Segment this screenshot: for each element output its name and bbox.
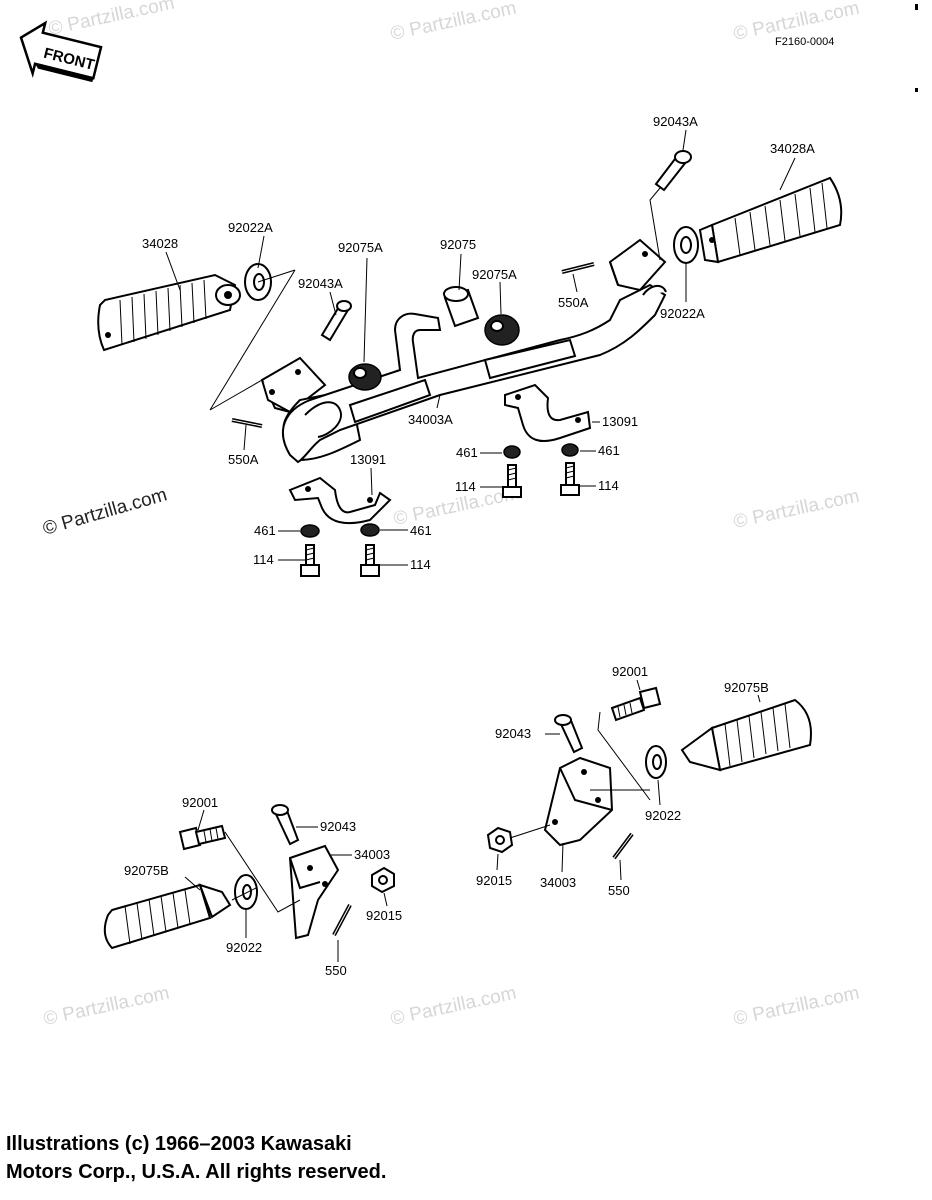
copyright-line-2: Motors Corp., U.S.A. All rights reserved… — [6, 1161, 387, 1183]
label-92043-right: 92043 — [495, 726, 531, 741]
label-34003-left: 34003 — [354, 847, 390, 862]
copyright-line-1: Illustrations (c) 1966–2003 Kawasaki — [6, 1133, 352, 1155]
collar-92075 — [443, 286, 480, 328]
bracket-right — [608, 238, 667, 292]
label-92015-left: 92015 — [366, 908, 402, 923]
nut-92015-left — [371, 866, 395, 894]
label-114-left-2: 114 — [410, 557, 431, 572]
label-92022-left: 92022 — [226, 940, 262, 955]
washer-92022-left — [234, 874, 258, 910]
label-13091-right: 13091 — [602, 414, 638, 429]
label-92075B-right: 92075B — [724, 680, 769, 695]
label-92075: 92075 — [440, 237, 476, 252]
label-92075A-b: 92075A — [472, 267, 517, 282]
pin-92043-left — [271, 804, 300, 846]
label-92022A-right: 92022A — [660, 306, 705, 321]
scan-mark — [915, 4, 918, 10]
label-92022A-left: 92022A — [228, 220, 273, 235]
label-550A-left: 550A — [228, 452, 259, 467]
watermark: © Partzilla.com — [389, 0, 519, 45]
leaders-top — [165, 129, 796, 566]
pin-92043-right — [554, 714, 584, 754]
watermark: © Partzilla.com — [41, 484, 170, 539]
label-114-right-2: 114 — [598, 478, 619, 493]
label-34028A: 34028A — [770, 141, 815, 156]
label-461-left-2: 461 — [410, 523, 432, 538]
watermark: © Partzilla.com — [732, 486, 862, 533]
bolt-114-left-2 — [360, 544, 380, 577]
label-114-left-1: 114 — [253, 552, 274, 567]
label-92075A-a: 92075A — [338, 240, 383, 255]
label-114-right-1: 114 — [455, 479, 476, 494]
cotter-550-left — [332, 904, 352, 936]
part-labels: 34028 92022A 92075A 92075 92043A 92075A … — [124, 114, 815, 978]
bracket-34003-left — [288, 844, 340, 940]
label-92015-right: 92015 — [476, 873, 512, 888]
bolt-114-right-1 — [502, 464, 522, 498]
bolt-114-left-1 — [300, 544, 320, 577]
cotter-550-right — [612, 832, 634, 860]
watermark: © Partzilla.com — [732, 983, 862, 1030]
watermark: © Partzilla.com — [389, 983, 519, 1030]
washer-92022A-right — [673, 226, 699, 264]
footpeg-34028A — [698, 176, 843, 264]
front-arrow-icon: FRONT — [19, 20, 103, 83]
clamp-13091-left — [288, 476, 392, 524]
label-92043-left: 92043 — [320, 819, 356, 834]
watermark: © Partzilla.com — [42, 983, 172, 1030]
leaders-bottom-right — [496, 679, 761, 881]
clamp-13091-right — [504, 383, 592, 442]
leader-line — [649, 187, 661, 261]
label-461-left-1: 461 — [254, 523, 276, 538]
washer-92022-right — [645, 745, 667, 779]
footpeg-92075B-right — [680, 698, 812, 772]
label-550-left: 550 — [325, 963, 347, 978]
label-461-right-1: 461 — [456, 445, 478, 460]
label-92022-right: 92022 — [645, 808, 681, 823]
label-92001-left: 92001 — [182, 795, 218, 810]
label-550A-right: 550A — [558, 295, 589, 310]
lockwasher-461-left-1 — [300, 524, 320, 538]
bolt-92001-left — [178, 824, 227, 851]
label-92001-right: 92001 — [612, 664, 648, 679]
lockwasher-461-right-1 — [503, 445, 521, 459]
bolt-114-right-2 — [560, 462, 580, 496]
pin-92043A-left — [320, 300, 352, 342]
scan-mark — [915, 88, 918, 92]
footpeg-bar-34003A — [281, 283, 667, 464]
label-92043A-right: 92043A — [653, 114, 698, 129]
nut-92015-right — [486, 826, 514, 854]
label-92043A-left: 92043A — [298, 276, 343, 291]
leaders-bottom-left — [184, 809, 388, 962]
bolt-92001-right — [610, 686, 662, 722]
figure-id: F2160-0004 — [775, 36, 834, 48]
lockwasher-461-left-2 — [360, 523, 380, 537]
watermark: © Partzilla.com — [47, 0, 177, 40]
label-550-right: 550 — [608, 883, 630, 898]
label-13091-left: 13091 — [350, 452, 386, 467]
footpeg-92075B-left — [103, 883, 232, 950]
lockwasher-461-right-2 — [561, 443, 579, 457]
copyright-notice: Illustrations (c) 1966–2003 Kawasaki Mot… — [6, 1130, 386, 1186]
cotter-550A-right — [561, 262, 595, 274]
label-34003-right: 34003 — [540, 875, 576, 890]
rubber-92075A-a — [348, 363, 382, 391]
label-34003A: 34003A — [408, 412, 453, 427]
bracket-34003-right — [543, 756, 614, 847]
pin-92043A-right — [654, 150, 692, 192]
leader-lines-left — [209, 269, 296, 411]
cotter-550A-left — [231, 418, 263, 428]
footpeg-34028 — [97, 273, 241, 352]
rubber-92075A-b — [484, 314, 520, 346]
label-92075B-left: 92075B — [124, 863, 169, 878]
label-461-right-2: 461 — [598, 443, 620, 458]
label-34028: 34028 — [142, 236, 178, 251]
